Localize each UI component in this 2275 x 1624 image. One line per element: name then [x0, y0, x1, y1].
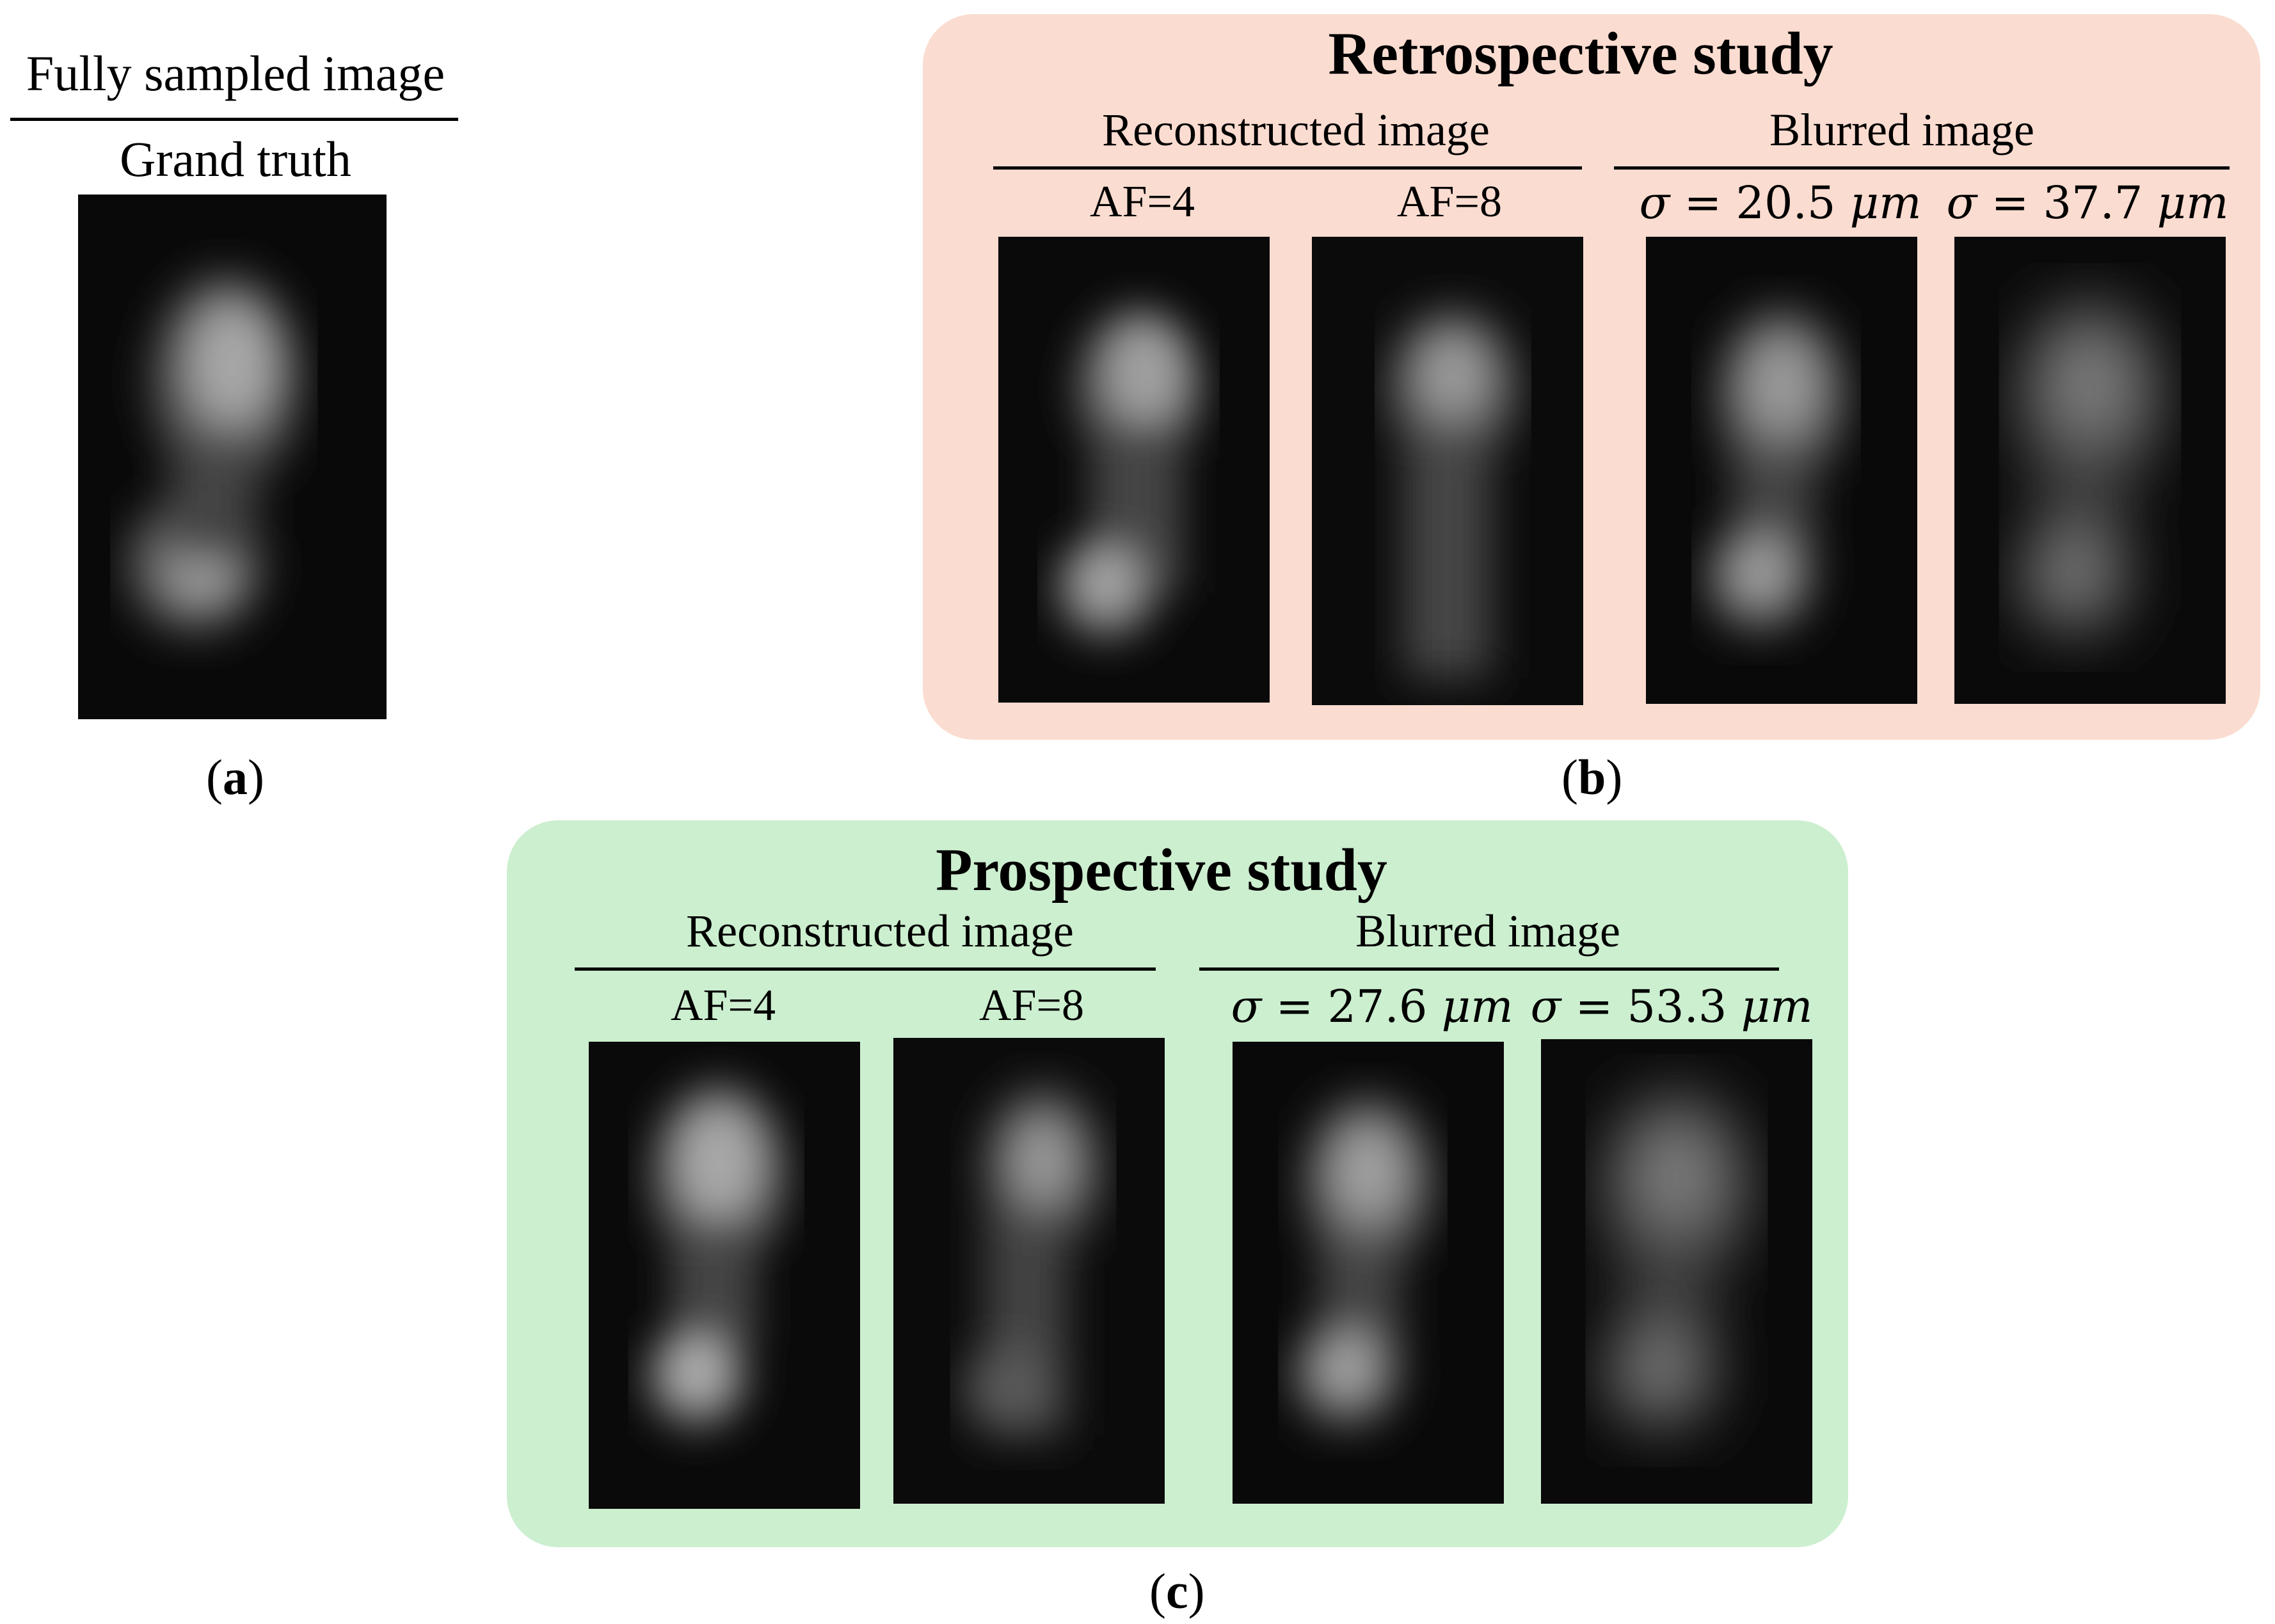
ground-truth-image	[78, 195, 387, 719]
pro-blur-1-image	[1233, 1042, 1504, 1504]
retro-blurred-group-label: Blurred image	[1769, 104, 2034, 155]
pro-reconstructed-group-label: Reconstructed image	[686, 905, 1074, 957]
panel-a-header: Fully sampled image	[26, 45, 445, 101]
panel-a-subheader: Grand truth	[120, 131, 351, 187]
pro-blurred-divider	[1199, 967, 1779, 971]
pro-af4-image	[589, 1042, 860, 1509]
caption-b-letter: b	[1577, 749, 1606, 805]
retro-blur-2-image	[1954, 237, 2226, 704]
pro-sigma-1-label: σ = 27.6 μm	[1231, 980, 1513, 1033]
retro-af4-image	[998, 237, 1270, 703]
pro-af8-image	[893, 1038, 1165, 1504]
panel-a-divider	[10, 118, 458, 121]
pro-blurred-group-label: Blurred image	[1355, 905, 1620, 957]
retro-af8-label: AF=8	[1397, 177, 1502, 227]
caption-b: (b)	[1561, 749, 1623, 805]
retro-af4-label: AF=4	[1090, 177, 1195, 227]
retro-sigma-1-label: σ = 20.5 μm	[1639, 177, 1922, 229]
caption-a-letter: a	[222, 749, 248, 805]
retro-af8-image	[1312, 237, 1583, 705]
caption-c-letter: c	[1165, 1563, 1188, 1619]
retro-reconstructed-divider	[993, 166, 1582, 170]
pro-af8-label: AF=8	[979, 981, 1084, 1030]
retro-blurred-divider	[1614, 166, 2230, 170]
caption-c: (c)	[1149, 1563, 1205, 1619]
pro-af4-label: AF=4	[671, 981, 776, 1030]
pro-reconstructed-divider	[575, 967, 1156, 971]
retrospective-title: Retrospective study	[1328, 20, 1833, 87]
retro-blur-1-image	[1646, 237, 1917, 704]
pro-blur-2-image	[1541, 1039, 1812, 1504]
retro-reconstructed-group-label: Reconstructed image	[1102, 104, 1490, 155]
retro-sigma-2-label: σ = 37.7 μm	[1946, 177, 2229, 229]
caption-a: (a)	[206, 749, 264, 805]
pro-sigma-2-label: σ = 53.3 μm	[1530, 980, 1813, 1033]
prospective-title: Prospective study	[936, 837, 1387, 904]
